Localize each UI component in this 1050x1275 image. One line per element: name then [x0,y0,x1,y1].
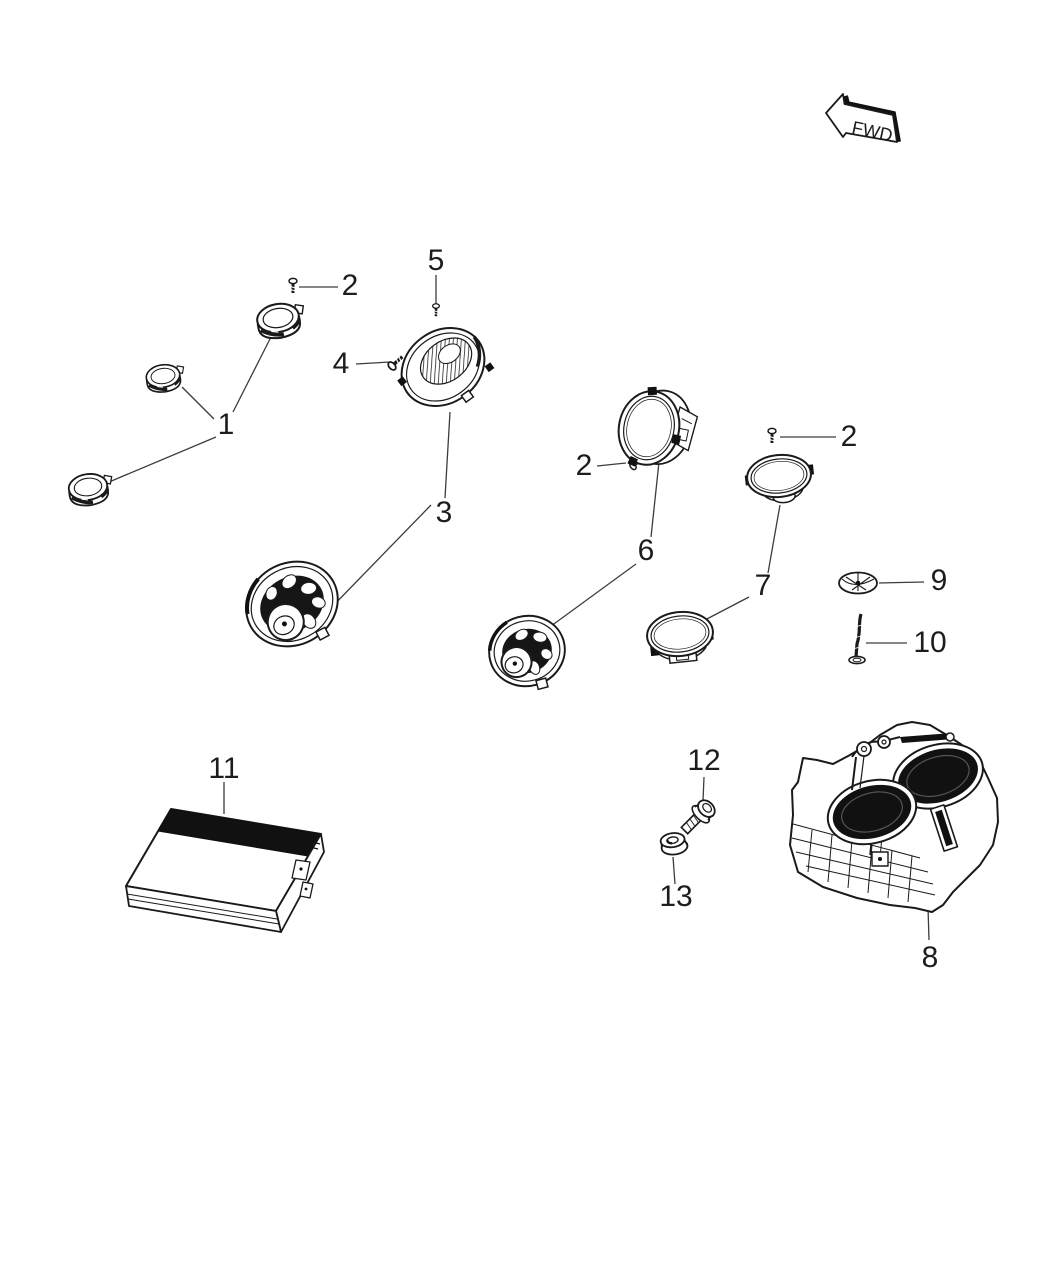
rear-speaker-ring [617,386,699,467]
push-pin [848,613,866,665]
bolt [680,799,716,835]
tweeter-speaker [252,297,311,344]
callout-11: 11 [208,752,240,785]
nut [659,832,689,856]
leader-line [927,906,930,941]
callout-6: 6 [637,534,655,567]
callout-5: 5 [427,244,445,277]
leader-line [767,504,781,574]
callout-7: 7 [754,569,772,602]
retainer-clip [838,571,878,595]
leader-line [702,776,705,802]
oval-speaker-back [245,560,339,648]
mounting-screw [766,426,778,445]
callout-13: 13 [659,880,693,913]
leader-line [672,856,676,885]
leader-line [181,386,215,420]
leader-line [878,581,925,584]
leader-line [650,461,660,538]
callout-2: 2 [341,269,359,302]
amplifier [125,808,325,933]
leader-line [108,436,217,483]
leader-lines [108,275,930,941]
leader-line [546,563,637,630]
leader-line [444,411,451,499]
subwoofer-enclosure [789,721,999,913]
callout-3: 3 [435,496,453,529]
callout-4: 4 [332,347,350,380]
rear-speaker-back [487,614,566,691]
callout-10: 10 [913,626,947,659]
tweeter-speaker [143,360,189,396]
front-door-speaker [397,327,495,407]
callout-1: 1 [217,408,235,441]
callout-2: 2 [575,449,593,482]
callout-8: 8 [921,941,939,974]
callout-12: 12 [687,744,721,777]
tweeter-speaker [65,468,118,510]
leader-line [326,504,432,613]
leader-line [702,596,750,622]
leader-line [355,361,391,365]
callout-2: 2 [840,420,858,453]
mounting-screw [431,302,441,318]
leader-line [232,334,273,413]
mounting-screw [287,276,299,295]
leader-line [596,462,627,467]
ring-speaker [646,610,714,665]
dome-speaker [744,453,815,504]
fwd-arrow: FWD [825,93,901,145]
callout-9: 9 [930,564,948,597]
